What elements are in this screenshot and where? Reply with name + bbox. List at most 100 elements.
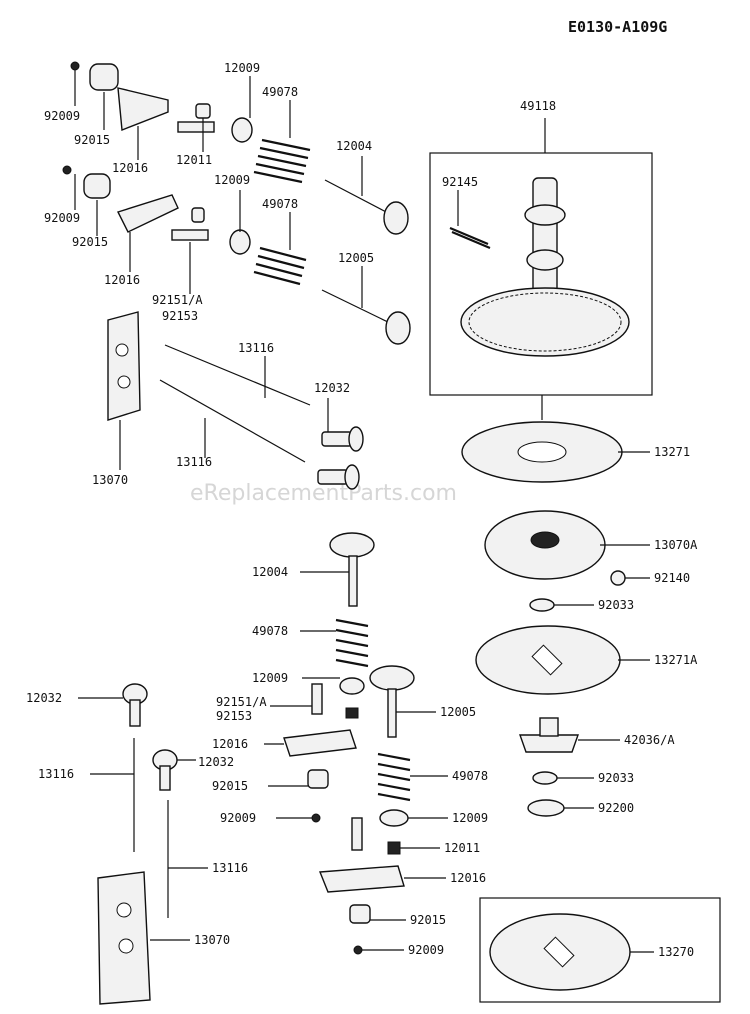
part-92015-pivot xyxy=(349,904,371,924)
part-13116-push-rod xyxy=(164,344,311,406)
label-42036-a: 42036/A xyxy=(624,733,675,747)
label-92009: 92009 xyxy=(44,211,80,225)
part-12016-rocker-arm xyxy=(283,729,357,757)
label-13270: 13270 xyxy=(658,945,694,959)
label-13116: 13116 xyxy=(176,455,212,469)
label-12016: 12016 xyxy=(450,871,486,885)
pushrod-group-top xyxy=(107,311,364,490)
label-12011: 12011 xyxy=(444,841,480,855)
part-92009-nut xyxy=(311,813,321,823)
part-12011-cap xyxy=(345,707,359,719)
part-12016-rocker-arm xyxy=(117,194,179,233)
part-12009-retainer xyxy=(379,809,409,827)
part-92009-nut xyxy=(70,61,80,71)
label-92153: 92153 xyxy=(216,709,252,723)
part-12005-valve xyxy=(321,289,411,345)
valve-stack-middle xyxy=(264,532,448,955)
label-92140: 92140 xyxy=(654,571,690,585)
part-92151-stud xyxy=(351,817,363,851)
part-42036-sleeve xyxy=(519,734,579,753)
label-13070a: 13070A xyxy=(654,538,698,552)
label-92015: 92015 xyxy=(410,913,446,927)
part-12032-tappet xyxy=(317,426,364,490)
label-92151-a: 92151/A xyxy=(216,695,267,709)
part-12004-valve-stem xyxy=(348,555,358,607)
part-92140-ball xyxy=(610,570,626,586)
label-12032: 12032 xyxy=(314,381,350,395)
part-49078-spring xyxy=(253,246,307,286)
label-13116: 13116 xyxy=(238,341,274,355)
label-12011: 12011 xyxy=(176,153,212,167)
part-92015-pivot xyxy=(307,769,329,789)
watermark: eReplacementParts.com xyxy=(190,481,457,506)
label-12032: 12032 xyxy=(26,691,62,705)
label-12005: 12005 xyxy=(338,251,374,265)
label-12032: 12032 xyxy=(198,755,234,769)
rocker-assembly-upper xyxy=(70,61,409,235)
part-92151-stud xyxy=(171,229,209,241)
label-92009: 92009 xyxy=(44,109,80,123)
part-12009-retainer xyxy=(229,229,251,255)
label-12009: 12009 xyxy=(252,671,288,685)
part-49078-spring xyxy=(335,618,369,668)
label-49118: 49118 xyxy=(520,99,556,113)
part-13270-frame xyxy=(479,897,721,1003)
label-12009: 12009 xyxy=(224,61,260,75)
diagram-code: E0130-A109G xyxy=(568,18,667,36)
part-92009-nut xyxy=(62,165,72,175)
part-13070-guide-plate xyxy=(107,311,141,421)
label-92200: 92200 xyxy=(598,801,634,815)
part-12011-cap xyxy=(195,103,211,119)
camshaft-box xyxy=(429,118,653,396)
governor-group xyxy=(461,395,650,817)
part-92200-washer xyxy=(527,799,565,817)
label-92151-a: 92151/A xyxy=(152,293,203,307)
part-labels: 92009 92015 12016 12009 49078 12011 1200… xyxy=(26,61,698,959)
label-12016: 12016 xyxy=(212,737,248,751)
label-12016: 12016 xyxy=(104,273,140,287)
part-49078-spring xyxy=(377,752,411,802)
label-12004: 12004 xyxy=(252,565,288,579)
part-12009-retainer xyxy=(339,677,365,695)
part-12009-retainer xyxy=(231,117,253,143)
part-92033-ring xyxy=(532,771,558,785)
camshaft-group-frame xyxy=(429,152,653,396)
label-92015: 92015 xyxy=(212,779,248,793)
label-92009: 92009 xyxy=(408,943,444,957)
label-49078: 49078 xyxy=(262,197,298,211)
part-12011-cap xyxy=(387,841,401,855)
label-12009: 12009 xyxy=(214,173,250,187)
label-49078: 49078 xyxy=(452,769,488,783)
part-49078-spring xyxy=(253,138,311,184)
label-49078: 49078 xyxy=(252,624,288,638)
label-92033: 92033 xyxy=(598,598,634,612)
label-92153: 92153 xyxy=(162,309,198,323)
part-12005-valve-stem xyxy=(387,688,397,738)
label-13070: 13070 xyxy=(194,933,230,947)
part-12004-valve xyxy=(324,179,409,235)
label-13116: 13116 xyxy=(38,767,74,781)
label-92015: 92015 xyxy=(72,235,108,249)
label-12005: 12005 xyxy=(440,705,476,719)
label-12016: 12016 xyxy=(112,161,148,175)
part-13116-push-rod xyxy=(159,379,306,463)
part-12005-valve-head xyxy=(369,665,415,691)
part-12016-rocker-arm xyxy=(318,865,405,893)
label-92145: 92145 xyxy=(442,175,478,189)
part-92015-pivot xyxy=(83,173,111,199)
label-49078: 49078 xyxy=(262,85,298,99)
part-13270-box xyxy=(479,897,721,1003)
part-92015-pivot xyxy=(89,63,119,91)
rocker-assembly-lower xyxy=(62,165,411,345)
part-13070-guide-plate xyxy=(97,871,151,1005)
cam-gear xyxy=(460,287,630,357)
label-13271: 13271 xyxy=(654,445,690,459)
leaders-upper xyxy=(74,70,363,308)
label-12004: 12004 xyxy=(336,139,372,153)
part-12016-rocker-arm xyxy=(117,87,169,131)
label-92009: 92009 xyxy=(220,811,256,825)
part-92151-stud xyxy=(311,683,323,715)
part-92145-spring xyxy=(449,226,491,250)
part-92151-stud xyxy=(177,121,215,133)
label-13070: 13070 xyxy=(92,473,128,487)
